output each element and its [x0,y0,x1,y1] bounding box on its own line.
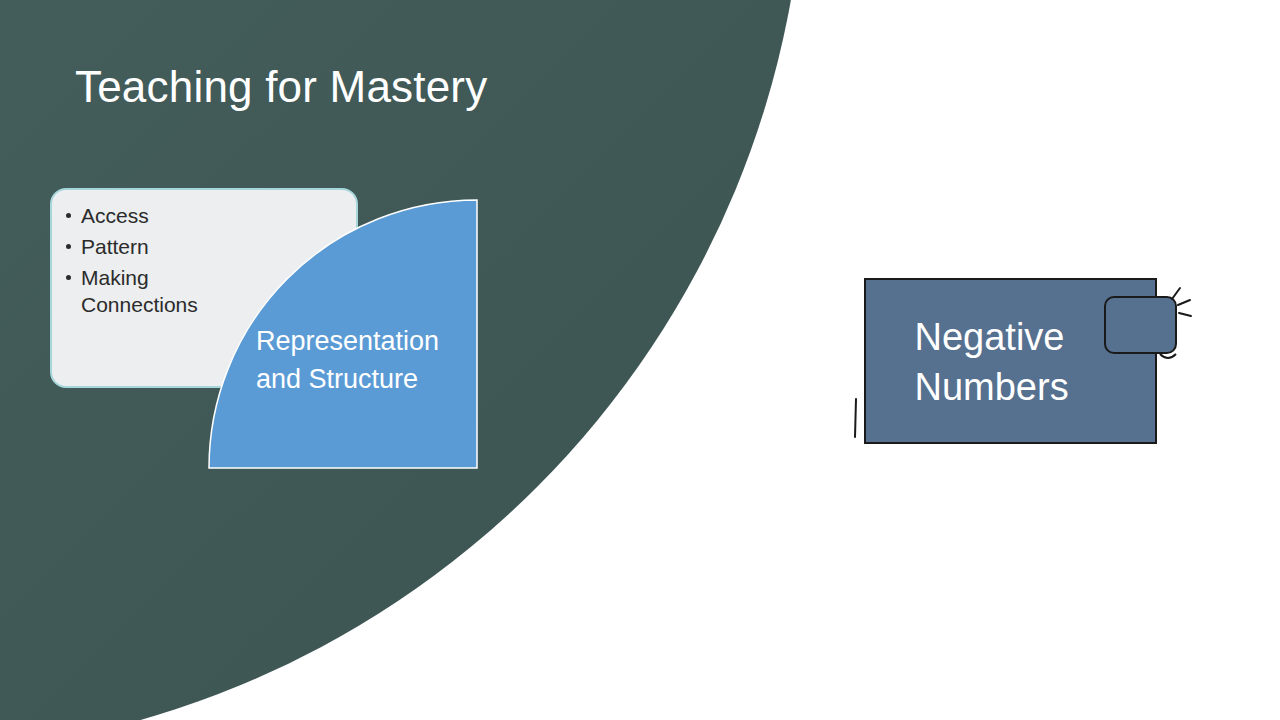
quarter-circle: Representation and Structure [209,200,477,468]
bullet-item: Access [64,202,231,229]
bullet-dot [66,275,71,280]
sketch-tick [855,399,856,437]
bullet-item: Making Connections [64,264,231,318]
bullet-item: Pattern [64,233,231,260]
topic-box: Negative Numbers [864,278,1157,444]
sparkle-line [1179,313,1191,316]
bullet-text: Pattern [81,235,149,258]
sparkle-line [1172,288,1180,299]
quarter-circle-fill [209,200,477,468]
bullet-dot [66,244,71,249]
bullet-dot [66,213,71,218]
background-circle [0,0,805,720]
bullet-text: Access [81,204,149,227]
sparkle-line [1178,300,1190,305]
shape-label: Representation and Structure [256,322,461,398]
tab-shape [1105,297,1176,353]
bullet-text: Making Connections [81,266,198,316]
slide-title: Teaching for Mastery [75,61,487,113]
box-label: Negative Numbers [915,312,1085,412]
tab-curl [1160,354,1176,358]
